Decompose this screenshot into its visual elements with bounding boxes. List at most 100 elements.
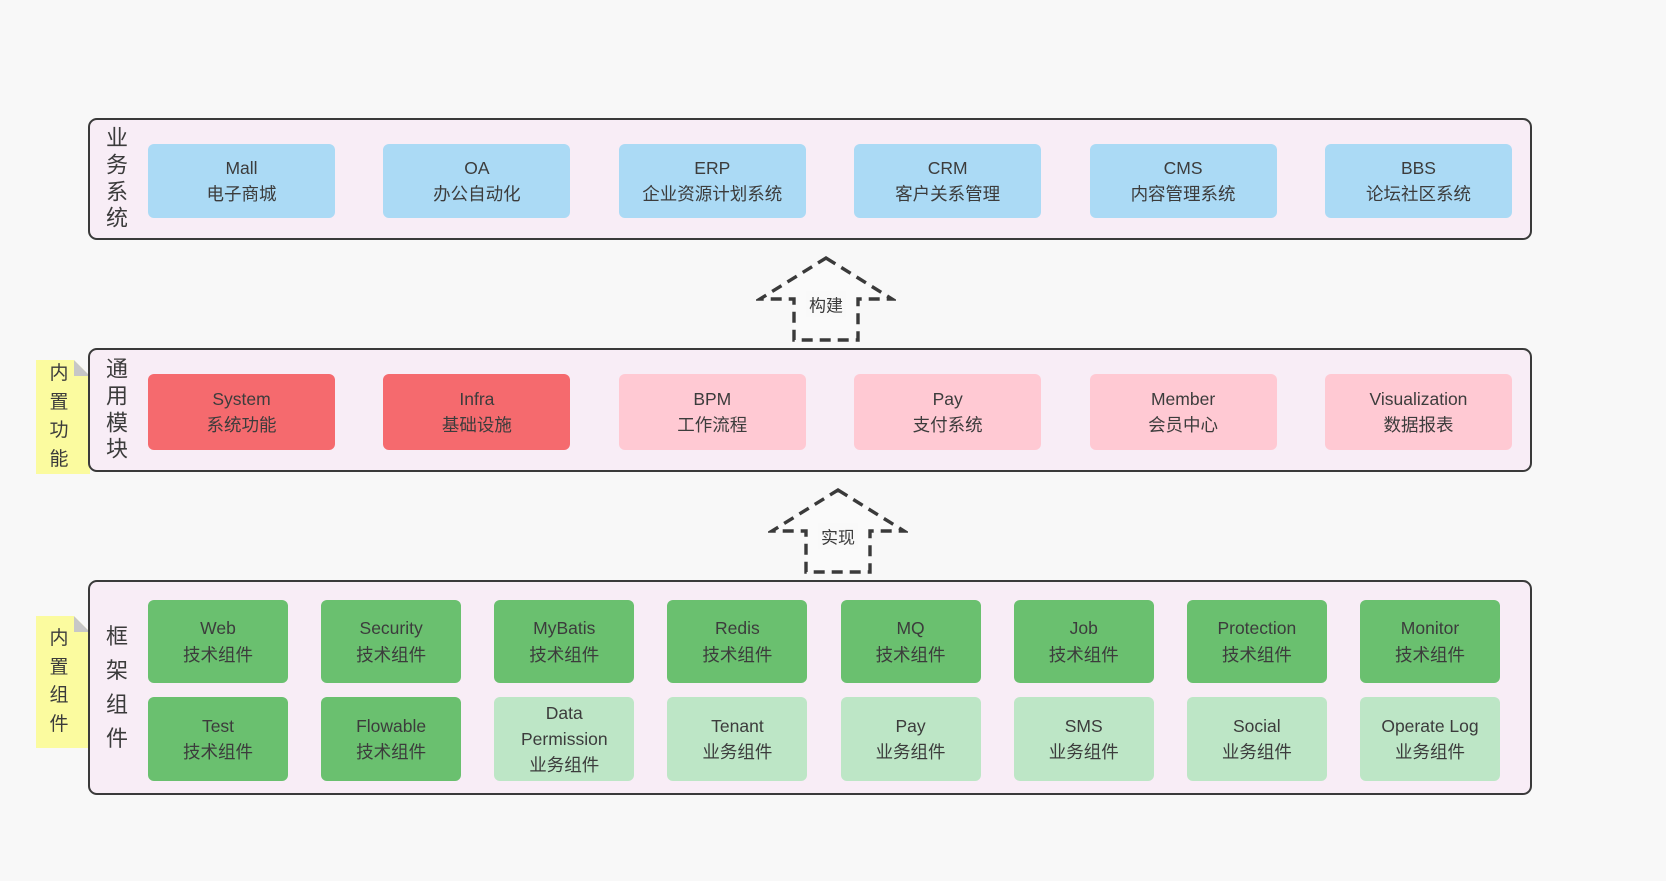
box-title: Infra (459, 388, 495, 409)
box-title: BBS (1400, 157, 1436, 178)
box-subtitle: 论坛社区系统 (1365, 184, 1471, 204)
box-title: Job (1069, 618, 1098, 639)
box-title: Data Permission (521, 702, 608, 749)
box-subtitle: 基础设施 (441, 415, 512, 435)
framework-components-label: 框架组件 (105, 623, 128, 751)
box-title: Web (200, 618, 236, 639)
box-subtitle: 业务组件 (1221, 742, 1292, 762)
box-data-permission: Data Permission 业务组件 (494, 697, 635, 781)
box-title: MQ (896, 618, 925, 639)
box-subtitle: 客户关系管理 (895, 184, 1001, 204)
box-title: System (212, 388, 271, 409)
box-erp: ERP 企业资源计划系统 (618, 144, 806, 218)
box-subtitle: 业务组件 (875, 742, 946, 762)
box-title: Flowable (356, 715, 427, 736)
box-subtitle: 技术组件 (875, 644, 946, 665)
components-row-1: Web 技术组件 Security 技术组件 MyBatis 技术组件 Redi… (148, 600, 1500, 683)
box-subtitle: 业务组件 (1394, 742, 1465, 762)
box-subtitle: 技术组件 (183, 742, 253, 762)
box-operate-log: Operate Log 业务组件 (1359, 697, 1500, 781)
box-subtitle: 电子商城 (206, 184, 277, 204)
box-title: ERP (694, 157, 731, 178)
box-title: Mall (225, 157, 258, 178)
box-tenant: Tenant 业务组件 (667, 697, 808, 781)
box-sms: SMS 业务组件 (1013, 697, 1154, 781)
business-systems-panel: 业务系统 Mall 电子商城 OA 办公自动化 ERP 企业资源计划系统 CRM… (88, 118, 1532, 240)
box-bbs: BBS 论坛社区系统 (1324, 144, 1512, 218)
box-subtitle: 企业资源计划系统 (642, 184, 783, 204)
box-title: MyBatis (533, 618, 596, 639)
box-protection: Protection 技术组件 (1186, 600, 1327, 683)
builtin-functions-label: 内置功能 (49, 363, 69, 470)
box-subtitle: 支付系统 (912, 415, 983, 435)
box-mall: Mall 电子商城 (148, 144, 335, 218)
box-oa: OA 办公自动化 (383, 144, 571, 218)
box-title: Social (1233, 715, 1281, 736)
box-subtitle: 业务组件 (529, 755, 600, 776)
box-social: Social 业务组件 (1186, 697, 1327, 781)
box-title: Redis (715, 618, 760, 639)
box-security: Security 技术组件 (321, 600, 462, 683)
box-title: CRM (927, 157, 968, 178)
box-subtitle: 工作流程 (677, 415, 748, 435)
common-modules-label: 通用模块 (105, 356, 128, 462)
box-title: Pay (932, 388, 963, 409)
box-infra: Infra 基础设施 (383, 374, 571, 450)
build-arrow-label: 构建 (806, 290, 846, 318)
box-title: Tenant (711, 715, 764, 736)
box-title: CMS (1163, 157, 1203, 178)
box-subtitle: 数据报表 (1383, 415, 1454, 435)
box-title: OA (464, 157, 490, 178)
box-title: Visualization (1369, 388, 1468, 409)
box-subtitle: 业务组件 (702, 742, 773, 762)
modules-boxes-row: System 系统功能 Infra 基础设施 BPM 工作流程 Pay 支付系统… (148, 374, 1512, 450)
business-boxes-row: Mall 电子商城 OA 办公自动化 ERP 企业资源计划系统 CRM 客户关系… (148, 144, 1512, 218)
builtin-functions-sticky: 内置功能 (36, 360, 90, 474)
box-visualization: Visualization 数据报表 (1324, 374, 1512, 450)
box-mq: MQ 技术组件 (840, 600, 981, 683)
box-mybatis: MyBatis 技术组件 (494, 600, 635, 683)
box-subtitle: 技术组件 (356, 644, 427, 665)
box-cms: CMS 内容管理系统 (1089, 144, 1277, 218)
box-title: Operate Log (1381, 715, 1479, 736)
implement-arrow: 实现 (768, 487, 908, 575)
box-monitor: Monitor 技术组件 (1359, 600, 1500, 683)
box-web: Web 技术组件 (148, 600, 288, 683)
box-title: Member (1150, 388, 1216, 409)
box-subtitle: 技术组件 (183, 644, 253, 665)
box-pay: Pay 支付系统 (854, 374, 1042, 450)
common-modules-panel: 通用模块 System 系统功能 Infra 基础设施 BPM 工作流程 Pay… (88, 348, 1532, 472)
box-title: Security (359, 618, 423, 639)
box-subtitle: 办公自动化 (433, 184, 521, 204)
framework-components-panel: 框架组件 Web 技术组件 Security 技术组件 MyBatis 技术组件… (88, 580, 1532, 795)
box-title: SMS (1064, 715, 1103, 736)
box-subtitle: 技术组件 (529, 644, 600, 665)
components-row-2: Test 技术组件 Flowable 技术组件 Data Permission … (148, 697, 1500, 781)
box-title: BPM (693, 388, 732, 409)
box-title: Monitor (1400, 618, 1460, 639)
builtin-components-sticky: 内置组件 (36, 616, 90, 748)
box-title: Pay (895, 715, 926, 736)
box-crm: CRM 客户关系管理 (854, 144, 1042, 218)
box-subtitle: 系统功能 (206, 415, 277, 435)
box-title: Test (201, 715, 235, 736)
box-subtitle: 内容管理系统 (1130, 184, 1236, 204)
box-redis: Redis 技术组件 (667, 600, 808, 683)
implement-arrow-label: 实现 (818, 522, 858, 550)
box-title: Protection (1217, 618, 1297, 639)
box-subtitle: 业务组件 (1048, 742, 1119, 762)
box-system: System 系统功能 (148, 374, 335, 450)
box-test: Test 技术组件 (148, 697, 288, 781)
builtin-components-label: 内置组件 (49, 628, 69, 735)
box-subtitle: 技术组件 (702, 644, 773, 665)
box-subtitle: 技术组件 (1221, 644, 1292, 665)
box-pay-biz: Pay 业务组件 (840, 697, 981, 781)
box-subtitle: 技术组件 (1394, 644, 1465, 665)
box-subtitle: 技术组件 (356, 742, 427, 762)
box-subtitle: 技术组件 (1048, 644, 1119, 665)
box-subtitle: 会员中心 (1148, 415, 1219, 435)
box-flowable: Flowable 技术组件 (321, 697, 462, 781)
business-systems-label: 业务系统 (105, 125, 128, 231)
box-bpm: BPM 工作流程 (618, 374, 806, 450)
